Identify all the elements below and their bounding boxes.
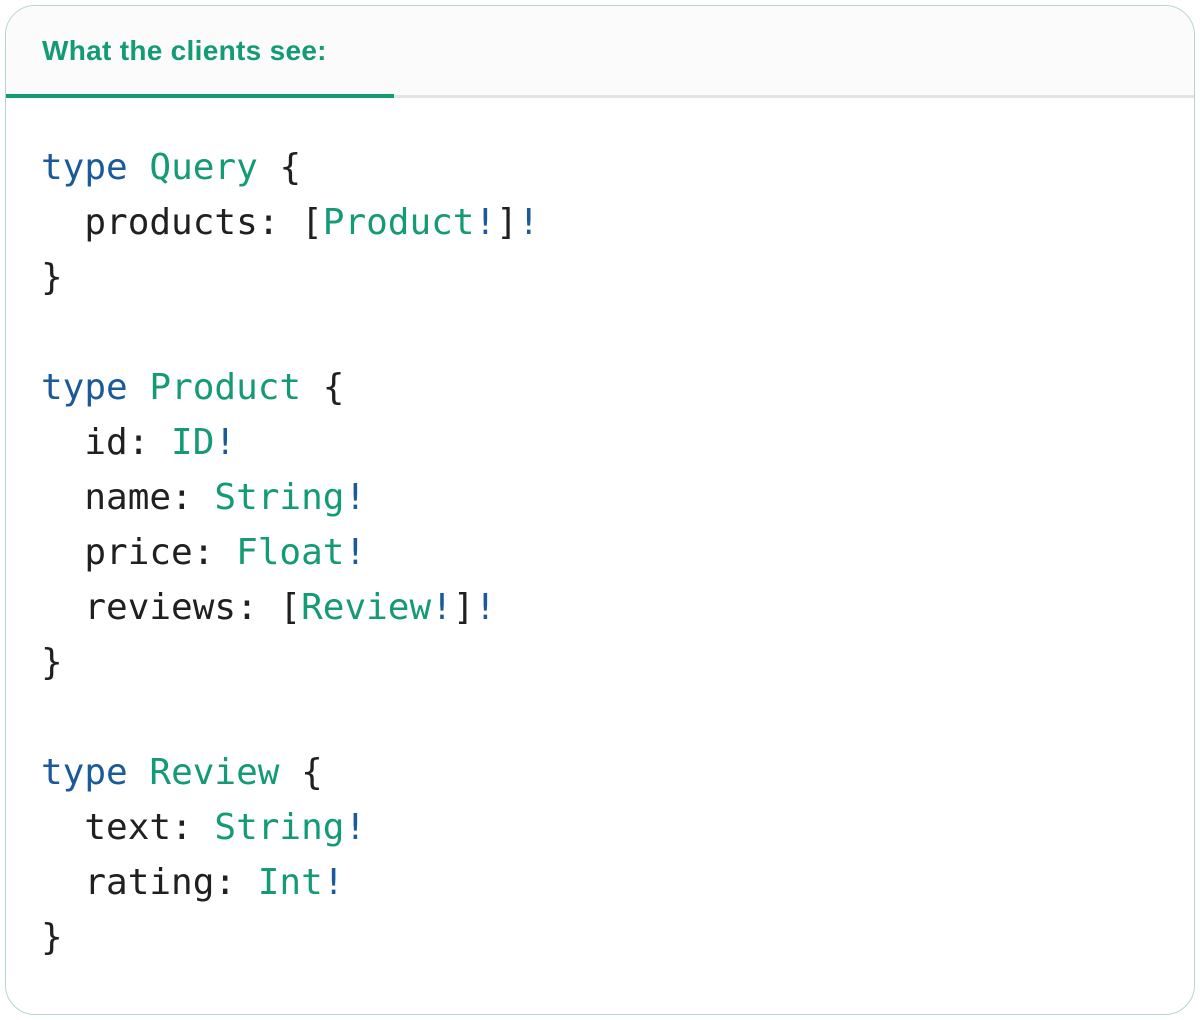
code-token: text: [41, 807, 215, 848]
code-token: Float [236, 532, 345, 573]
code-token: Product [149, 367, 302, 408]
code-token: Product [322, 202, 475, 243]
code-token: ! [344, 477, 367, 518]
code-line: type Review { [41, 745, 1164, 800]
code-panel: What the clients see: type Query { produ… [5, 5, 1195, 1015]
code-line: reviews: [Review!]! [41, 580, 1164, 635]
code-line: type Product { [41, 360, 1164, 415]
code-token: ! [517, 202, 540, 243]
code-token: ! [431, 587, 453, 628]
code-token: } [41, 257, 63, 298]
code-line: rating: Int! [41, 855, 1164, 910]
tab-what-clients-see[interactable]: What the clients see: [42, 6, 327, 95]
code-token: String [214, 807, 345, 848]
code-token: { [301, 367, 345, 408]
code-token: ! [214, 422, 237, 463]
code-block: type Query { products: [Product!]!}type … [6, 98, 1194, 965]
code-line [41, 690, 1164, 745]
code-line: price: Float! [41, 525, 1164, 580]
code-token: Int [257, 862, 323, 903]
code-line: products: [Product!]! [41, 195, 1164, 250]
code-token: ! [474, 587, 497, 628]
code-token: } [41, 917, 63, 958]
code-token: Query [149, 147, 258, 188]
code-token: ! [322, 862, 345, 903]
code-token [128, 752, 150, 793]
code-token [128, 367, 150, 408]
code-token: type [41, 147, 128, 188]
code-token: Review [149, 752, 280, 793]
code-token: { [279, 752, 323, 793]
code-token: rating: [41, 862, 258, 903]
code-token: String [214, 477, 345, 518]
code-token: ! [474, 202, 497, 243]
code-token: } [41, 642, 63, 683]
tab-label: What the clients see: [42, 34, 327, 66]
code-line: } [41, 250, 1164, 305]
code-token: type [41, 752, 128, 793]
code-line [41, 305, 1164, 360]
code-line: name: String! [41, 470, 1164, 525]
code-line: type Query { [41, 140, 1164, 195]
code-token: ID [171, 422, 215, 463]
code-token: ! [344, 532, 367, 573]
code-token: ] [452, 587, 475, 628]
code-token: price: [41, 532, 237, 573]
code-token: name: [41, 477, 215, 518]
code-token: products: [ [41, 202, 323, 243]
active-tab-underline [6, 94, 394, 98]
code-token: id: [41, 422, 172, 463]
code-token: ! [344, 807, 367, 848]
code-token: type [41, 367, 128, 408]
code-line: } [41, 910, 1164, 965]
tab-bar: What the clients see: [6, 6, 1194, 98]
code-token: { [257, 147, 302, 188]
code-line: text: String! [41, 800, 1164, 855]
code-token: ] [496, 202, 518, 243]
code-token: Review [301, 587, 432, 628]
code-line: id: ID! [41, 415, 1164, 470]
code-token: reviews: [ [41, 587, 302, 628]
code-line: } [41, 635, 1164, 690]
code-token [128, 147, 150, 188]
